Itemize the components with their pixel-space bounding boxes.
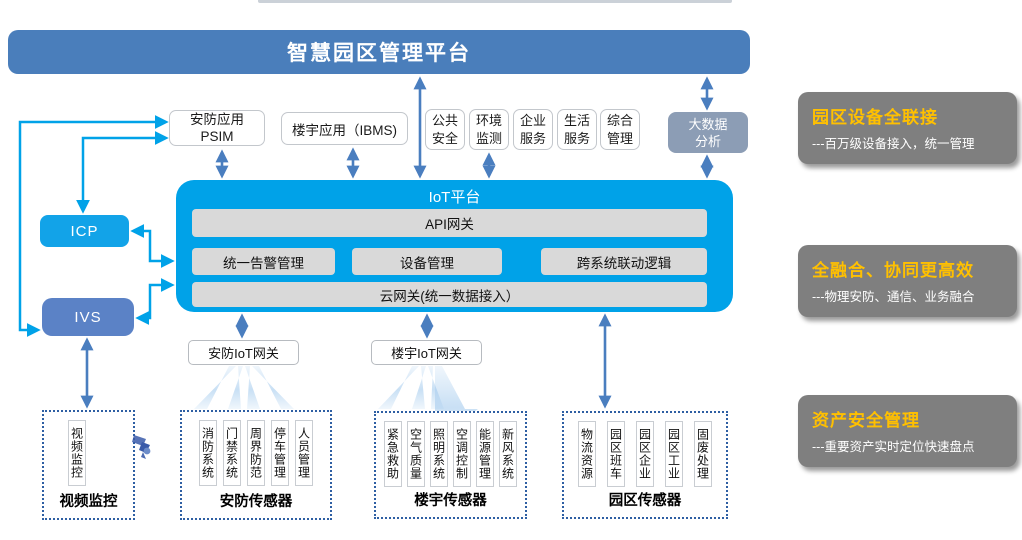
sensor-access-control: 门禁系统: [223, 420, 241, 486]
benefit-desc: ---物理安防、通信、业务融合: [812, 290, 975, 304]
sensor-air-quality: 空气质量: [407, 421, 425, 487]
group-label-park: 园区传感器: [608, 493, 682, 509]
node-env-monitoring: 环境 监测: [469, 109, 509, 150]
node-psim-app: 安防应用 PSIM: [169, 110, 265, 146]
group-security-sensors: 消防系统 门禁系统 周界防范 停车管理 人员管理 安防传感器: [180, 410, 332, 520]
sensor-perimeter-defense: 周界防范: [247, 420, 265, 486]
benefit-title: 园区设备全联接: [812, 108, 938, 127]
node-security-iot-gateway: 安防IoT网关: [188, 340, 299, 365]
group-label-security: 安防传感器: [219, 494, 293, 510]
sensor-park-enterprise: 园区企业: [636, 421, 654, 487]
bar-device-mgmt: 设备管理: [352, 248, 502, 275]
sensor-emergency-help: 紧急救助: [384, 421, 402, 487]
benefit-title: 资产安全管理: [812, 411, 920, 430]
node-bigdata-analysis: 大数据 分析: [668, 112, 748, 153]
sensor-fresh-air-system: 新风系统: [499, 421, 517, 487]
benefit-desc: ---百万级设备接入，统一管理: [812, 137, 975, 151]
sensor-lighting-system: 照明系统: [430, 421, 448, 487]
benefit-title: 全融合、协同更高效: [812, 261, 974, 280]
sensor-parking-mgmt: 停车管理: [271, 420, 289, 486]
bar-alarm-mgmt: 统一告警管理: [192, 248, 335, 275]
connector-icp-platform: [130, 224, 175, 268]
fan-beam-security-gateway: [194, 366, 294, 409]
bar-cross-system-linkage: 跨系统联动逻辑: [541, 248, 707, 275]
top-edge-fragment: [258, 0, 732, 3]
connector-psim-icp: [76, 131, 169, 214]
bar-cloud-gateway: 云网关(统一数据接入）: [192, 282, 707, 307]
node-life-services: 生活 服务: [557, 109, 597, 150]
sensor-park-industry: 园区工业: [665, 421, 683, 487]
node-integrated-mgmt: 综合 管理: [600, 109, 640, 150]
group-label-video: 视频监控: [59, 494, 118, 510]
sensor-energy-mgmt: 能源管理: [476, 421, 494, 487]
iot-platform-container: IoT平台 API网关 统一告警管理 设备管理 跨系统联动逻辑 云网关(统一数据…: [176, 180, 733, 312]
bar-api-gateway: API网关: [192, 209, 707, 237]
node-ibms-app: 楼宇应用（IBMS): [281, 112, 408, 145]
sensor-park-shuttle: 园区班车: [607, 421, 625, 487]
group-label-building: 楼宇传感器: [414, 493, 487, 509]
camera-icon: [132, 435, 151, 459]
node-public-safety: 公共 安全: [425, 109, 465, 150]
benefit-panel-convergence: 全融合、协同更高效 ---物理安防、通信、业务融合: [798, 245, 1017, 317]
benefit-panel-device-connection: 园区设备全联接 ---百万级设备接入，统一管理: [798, 92, 1017, 164]
sensor-video-surveillance: 视频监控: [68, 420, 86, 486]
sensor-hvac-control: 空调控制: [453, 421, 471, 487]
group-building-sensors: 紧急救助 空气质量 照明系统 空调控制 能源管理 新风系统 楼宇传感器: [374, 411, 527, 519]
banner-smart-park-platform: 智慧园区管理平台: [8, 30, 750, 74]
benefit-panel-asset-security: 资产安全管理 ---重要资产实时定位快速盘点: [798, 395, 1017, 467]
group-park-sensors: 物流资源 园区班车 园区企业 园区工业 固废处理 园区传感器: [562, 411, 728, 519]
group-video-surveillance: 视频监控 视频监控: [42, 410, 151, 520]
sensor-personnel-mgmt: 人员管理: [295, 420, 313, 486]
sensor-fire-system: 消防系统: [199, 420, 217, 486]
node-ivs: IVS: [42, 298, 134, 336]
iot-platform-title: IoT平台: [428, 188, 481, 206]
sensor-logistics-resources: 物流资源: [578, 421, 596, 487]
connector-ivs-platform: [135, 278, 175, 325]
benefit-desc: ---重要资产实时定位快速盘点: [812, 440, 975, 454]
node-enterprise-services: 企业 服务: [513, 109, 553, 150]
sensor-solid-waste: 固废处理: [694, 421, 712, 487]
node-icp: ICP: [40, 215, 129, 247]
node-building-iot-gateway: 楼宇IoT网关: [371, 340, 482, 365]
